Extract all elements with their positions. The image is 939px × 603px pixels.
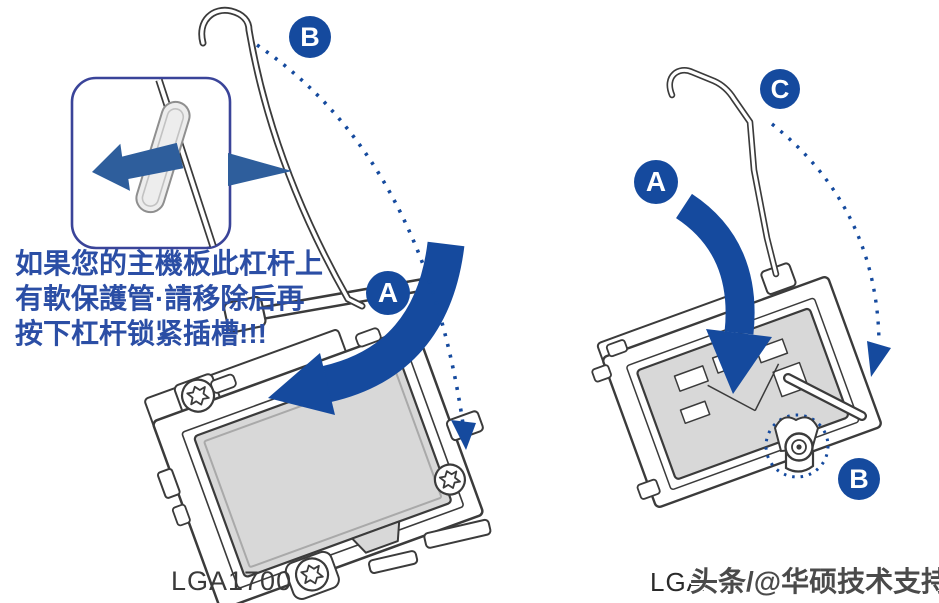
warning-note: 如果您的主機板此杠杆上 有軟保護管·請移除后再 按下杠杆锁紧插槽!!!: [15, 246, 335, 351]
torx-screw-icon: [433, 463, 467, 496]
lever-lock-tab-drawing: [783, 373, 867, 421]
socket-label-right: LGA: [650, 567, 706, 597]
step-badge-b-right: B: [838, 458, 880, 500]
torx-screw-icon: [180, 378, 216, 413]
warning-line: 按下杠杆锁紧插槽!!!: [15, 318, 267, 349]
cam-screw-highlight-circle-icon: [764, 413, 830, 479]
cam-screw-drawing: [773, 416, 820, 473]
step-badge-a-right: A: [634, 160, 678, 204]
right-diagram: [591, 67, 891, 509]
rubber-tube-inset: [70, 76, 232, 250]
warning-line: 有軟保護管·請移除后再: [15, 283, 305, 314]
watermark: 头条/@华硕技术支持: [690, 566, 939, 597]
load-lever-drawing: [198, 6, 366, 310]
step-badge-a-left: A: [366, 271, 410, 315]
remove-tube-arrow-icon: [92, 142, 184, 191]
lga1700-socket-drawing: [144, 326, 492, 603]
step-badge-b-left: B: [289, 16, 331, 58]
rotate-lever-arrow-icon: [268, 241, 465, 415]
right-lever-travel-dotted-arc-icon: [770, 122, 891, 377]
step-badge-c-right: C: [760, 69, 800, 109]
press-down-arrow-icon: [675, 193, 772, 394]
warning-line: 如果您的主機板此杠杆上: [15, 248, 324, 279]
torx-screw-icon: [294, 557, 330, 592]
right-load-lever-drawing: [666, 67, 780, 278]
left-diagram: [70, 6, 492, 603]
socket-label-lga1700: LGA1700: [171, 566, 293, 596]
inset-callout-pointer-icon: [228, 153, 292, 186]
lever-travel-dotted-arc-icon: [255, 43, 476, 450]
